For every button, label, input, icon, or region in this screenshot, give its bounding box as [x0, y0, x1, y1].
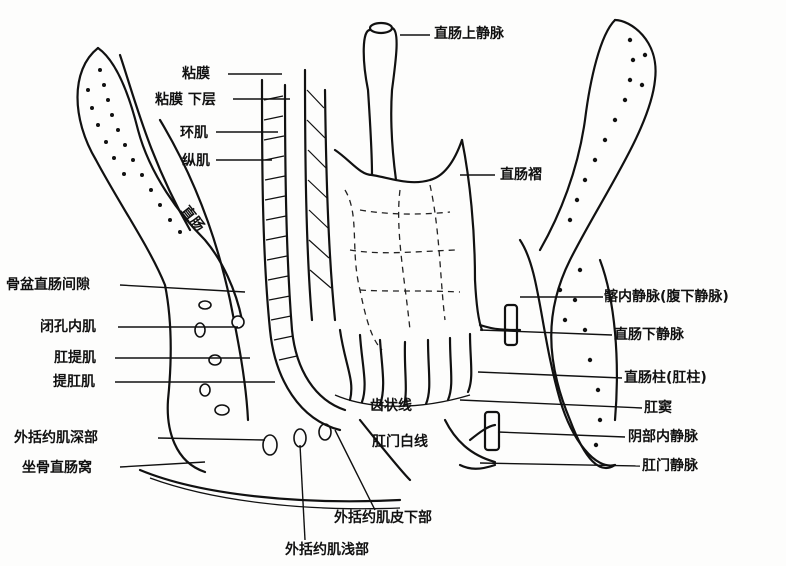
rectal-wall-layers — [262, 70, 345, 430]
leader-lines — [115, 35, 642, 540]
label-rectal-mesentery: 直肠褶 — [500, 167, 542, 183]
label-levator-ani: 肛提肌 — [54, 350, 96, 366]
label-external-sphincter-deep: 外括约肌深部 — [14, 430, 98, 446]
label-internal-iliac-vein: 髂内静脉(腹下静脉) — [604, 289, 729, 305]
label-external-sphincter-superficial: 外括约肌浅部 — [285, 542, 369, 558]
label-submucosa: 粘膜 下层 — [155, 92, 216, 108]
label-pelvirectal-space: 骨盆直肠间隙 — [6, 277, 90, 293]
label-mucosa: 粘膜 — [182, 66, 210, 82]
label-superior-rectal-vein: 直肠上静脉 — [434, 26, 504, 42]
label-dentate-line: 齿状线 — [370, 398, 412, 414]
superior-rectal-vein — [364, 23, 397, 180]
label-circular-muscle: 环肌 — [180, 125, 208, 141]
label-anal-sinus: 肛窦 — [644, 400, 672, 416]
right-pelvic-wall — [520, 20, 656, 468]
label-obturator-internus: 闭孔内肌 — [40, 319, 96, 335]
label-external-sphincter-subcutaneous: 外括约肌皮下部 — [334, 510, 432, 526]
label-rectal-column: 直肠柱(肛柱) — [624, 370, 707, 386]
anal-columns — [335, 330, 495, 480]
rectum-lumen — [335, 140, 482, 350]
label-ischiorectal-fossa: 坐骨直肠窝 — [22, 460, 92, 476]
label-anal-white-line: 肛门白线 — [372, 434, 428, 450]
label-longitudinal-muscle: 纵肌 — [182, 153, 210, 169]
label-inferior-rectal-vein: 直肠下静脉 — [614, 327, 684, 343]
label-puborectalis: 提肛肌 — [53, 374, 95, 390]
label-internal-pudendal-vein: 阴部内静脉 — [628, 429, 698, 445]
label-anal-vein: 肛门静脉 — [642, 458, 698, 474]
